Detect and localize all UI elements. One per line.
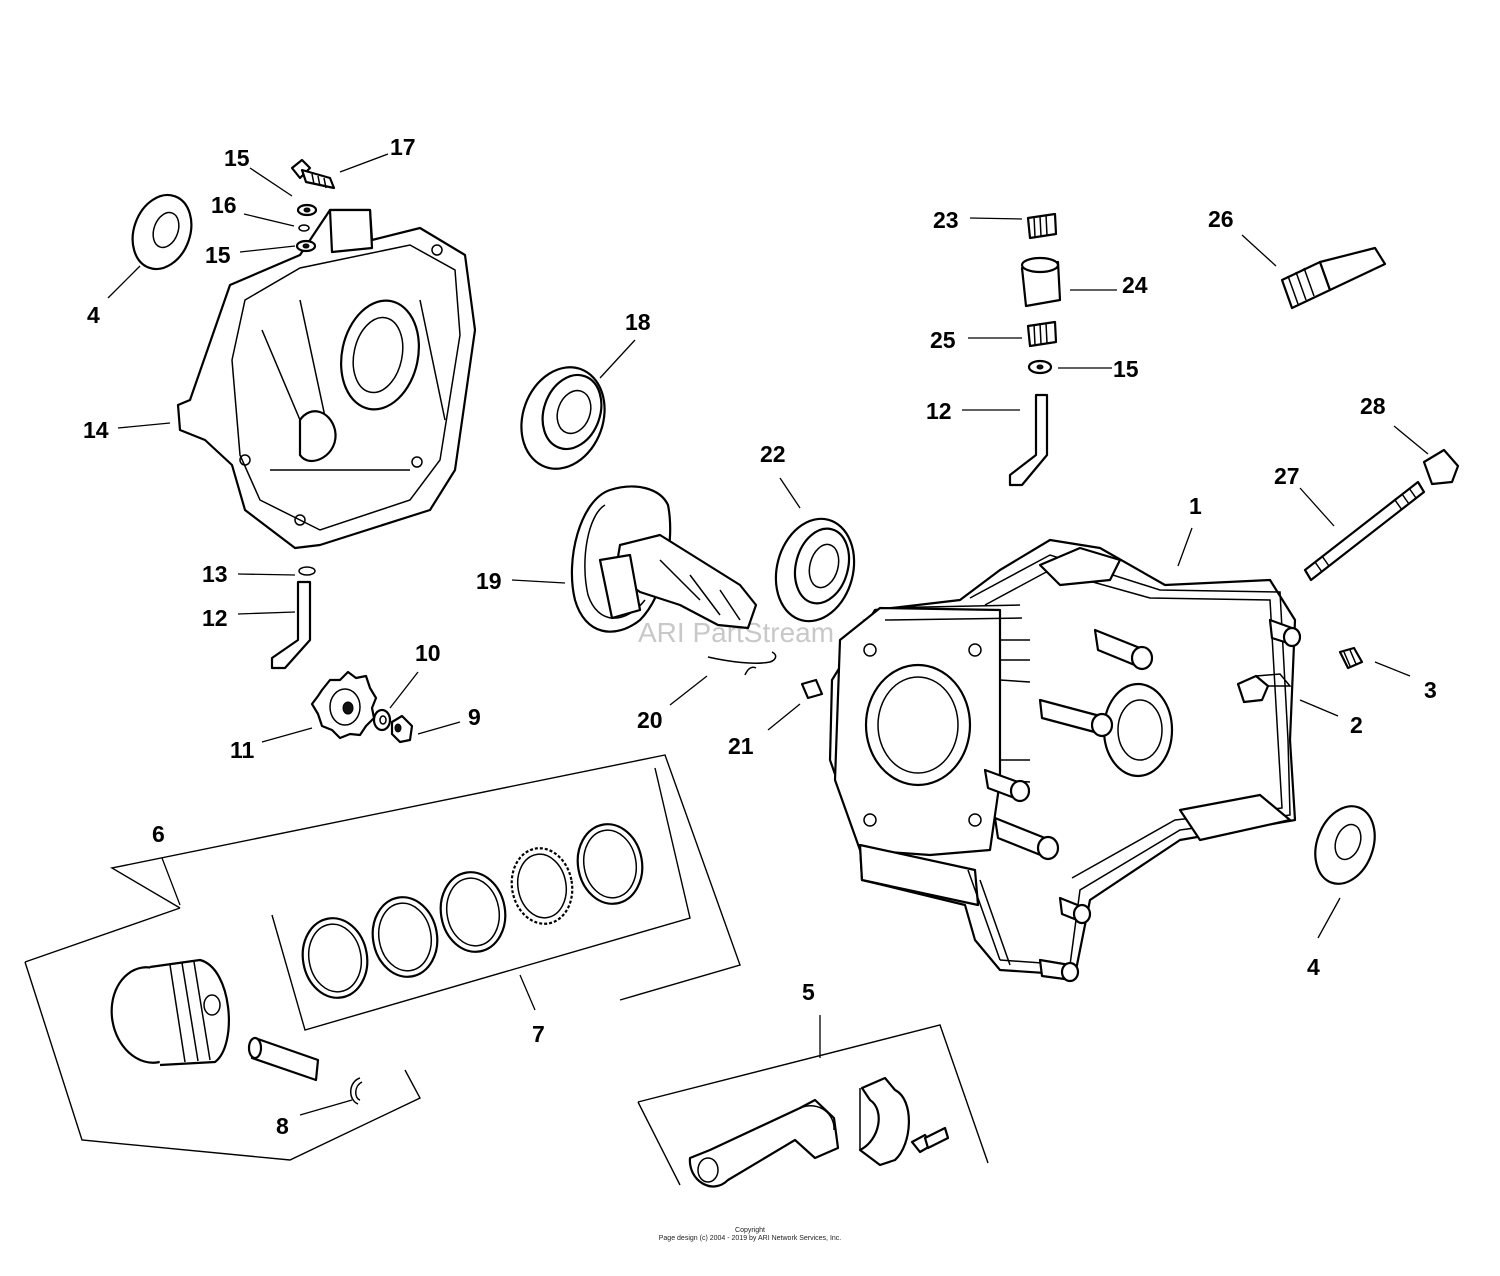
callout-8: 8 [276, 1113, 289, 1139]
part-fitting-26[interactable] [1280, 246, 1387, 310]
leader-lines [107, 153, 1429, 1116]
callout-14: 14 [83, 417, 109, 443]
part-crankcase-block[interactable] [828, 538, 1302, 983]
callout-18: 18 [625, 309, 651, 335]
callout-5: 5 [802, 979, 815, 1005]
callout-16: 16 [211, 192, 237, 218]
callout-19: 19 [476, 568, 502, 594]
part-plug-2[interactable] [1236, 673, 1292, 704]
part-ring-1[interactable] [297, 913, 374, 1003]
callout-12-left: 12 [202, 605, 228, 631]
part-washer-15b[interactable] [295, 239, 317, 253]
group-piston-rings [110, 754, 741, 1031]
callout-2: 2 [1350, 712, 1363, 738]
part-bushing-25[interactable] [1026, 320, 1058, 348]
callout-7: 7 [532, 1021, 545, 1047]
part-bushing-23[interactable] [1026, 212, 1058, 240]
callout-17: 17 [390, 134, 416, 160]
part-piston-pin[interactable] [247, 1036, 320, 1082]
callout-11: 11 [230, 737, 255, 763]
part-ring-16[interactable] [298, 224, 310, 232]
callout-10: 10 [415, 640, 441, 666]
callout-15-a: 15 [224, 145, 250, 171]
callout-6: 6 [152, 821, 165, 847]
part-rod-bolt[interactable] [910, 1126, 950, 1154]
part-stud-27[interactable] [1303, 480, 1426, 582]
part-governor-gear-11[interactable] [310, 670, 378, 740]
part-rod-cap[interactable] [858, 1076, 910, 1167]
part-clip-13[interactable] [298, 566, 316, 576]
group-connecting-rod [637, 1024, 989, 1186]
part-crankcase-cover[interactable] [176, 208, 477, 550]
callout-labels: 1 2 3 4 4 5 6 7 8 9 10 11 12 12 13 14 15… [83, 134, 1437, 1139]
part-ring-expander[interactable] [506, 843, 578, 928]
callout-3: 3 [1424, 677, 1437, 703]
part-connecting-rod[interactable] [688, 1098, 840, 1188]
part-washer-15a[interactable] [296, 203, 318, 217]
part-nut-28[interactable] [1422, 448, 1460, 486]
part-piston[interactable] [104, 958, 230, 1069]
callout-13: 13 [202, 561, 228, 587]
callout-25: 25 [930, 327, 956, 353]
callout-28: 28 [1360, 393, 1386, 419]
part-oil-seal-right[interactable] [1305, 798, 1385, 892]
part-ring-2[interactable] [367, 892, 444, 982]
part-washer-10[interactable] [372, 708, 392, 732]
callout-1: 1 [1189, 493, 1202, 519]
part-circlip-8[interactable] [350, 1077, 363, 1105]
copyright-line-1: Copyright [735, 1227, 765, 1234]
part-spool-9[interactable] [390, 714, 414, 744]
part-dowel-21[interactable] [800, 678, 824, 700]
callout-22: 22 [760, 441, 786, 467]
callout-12-right: 12 [926, 398, 952, 424]
part-ring-3[interactable] [435, 867, 512, 957]
callout-4-right: 4 [1307, 954, 1320, 980]
part-plug-3[interactable] [1338, 646, 1364, 670]
part-oil-seal-cover[interactable] [123, 187, 202, 278]
callout-21: 21 [728, 733, 754, 759]
callout-24: 24 [1122, 272, 1148, 298]
part-sleeve-24[interactable] [1020, 256, 1062, 308]
part-camshaft-19[interactable] [570, 485, 758, 633]
callout-26: 26 [1208, 206, 1234, 232]
part-governor-shaft-12b[interactable] [1008, 393, 1049, 487]
callout-20: 20 [637, 707, 663, 733]
callout-15-b: 15 [205, 242, 231, 268]
callout-9: 9 [468, 704, 481, 730]
callout-23: 23 [933, 207, 959, 233]
copyright-notice: Copyright Page design (c) 2004 - 2019 by… [600, 1227, 900, 1243]
part-bearing-22[interactable] [765, 510, 865, 630]
part-bearing-18[interactable] [508, 355, 619, 480]
callout-4-left: 4 [87, 302, 100, 328]
callout-15-c: 15 [1113, 356, 1139, 382]
callout-27: 27 [1274, 463, 1300, 489]
part-governor-shaft-12a[interactable] [270, 580, 312, 670]
part-washer-15c[interactable] [1027, 359, 1053, 375]
part-spring-20[interactable] [707, 651, 777, 676]
part-ring-4[interactable] [572, 819, 649, 909]
part-bolt-17[interactable] [290, 158, 336, 190]
group-piston-assembly [24, 907, 421, 1161]
copyright-line-2: Page design (c) 2004 - 2019 by ARI Netwo… [658, 1235, 842, 1242]
